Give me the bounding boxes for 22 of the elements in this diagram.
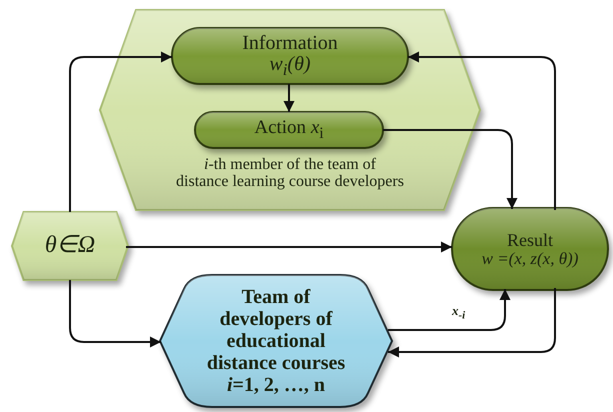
node-label: Result — [506, 230, 553, 250]
action-box — [195, 112, 383, 148]
node-label: θ∈Ω — [44, 233, 96, 259]
arrow — [408, 52, 556, 210]
arrow — [388, 289, 510, 331]
arrow — [388, 288, 556, 358]
node-label: i-th member of the team of distance learning course developers — [176, 157, 404, 190]
node-label: Information — [242, 33, 338, 54]
information-box — [172, 28, 408, 84]
arrow — [284, 84, 294, 112]
arrow — [126, 242, 452, 252]
node-label: w$_{i}$(θ) — [269, 54, 311, 79]
node-label: Action x$_{i}$ — [254, 118, 324, 142]
node-label: w =(x, z(x, θ)) — [482, 250, 578, 268]
arrow — [69, 52, 172, 212]
node-label: Team of developers of educational distance courses i=1, 2, …, n — [206, 286, 346, 396]
arrow — [383, 129, 518, 209]
result-box — [452, 208, 608, 290]
team-box — [160, 275, 392, 407]
parameter-hexagon — [12, 212, 128, 280]
team-member-panel — [100, 10, 480, 210]
arrow — [69, 280, 161, 348]
